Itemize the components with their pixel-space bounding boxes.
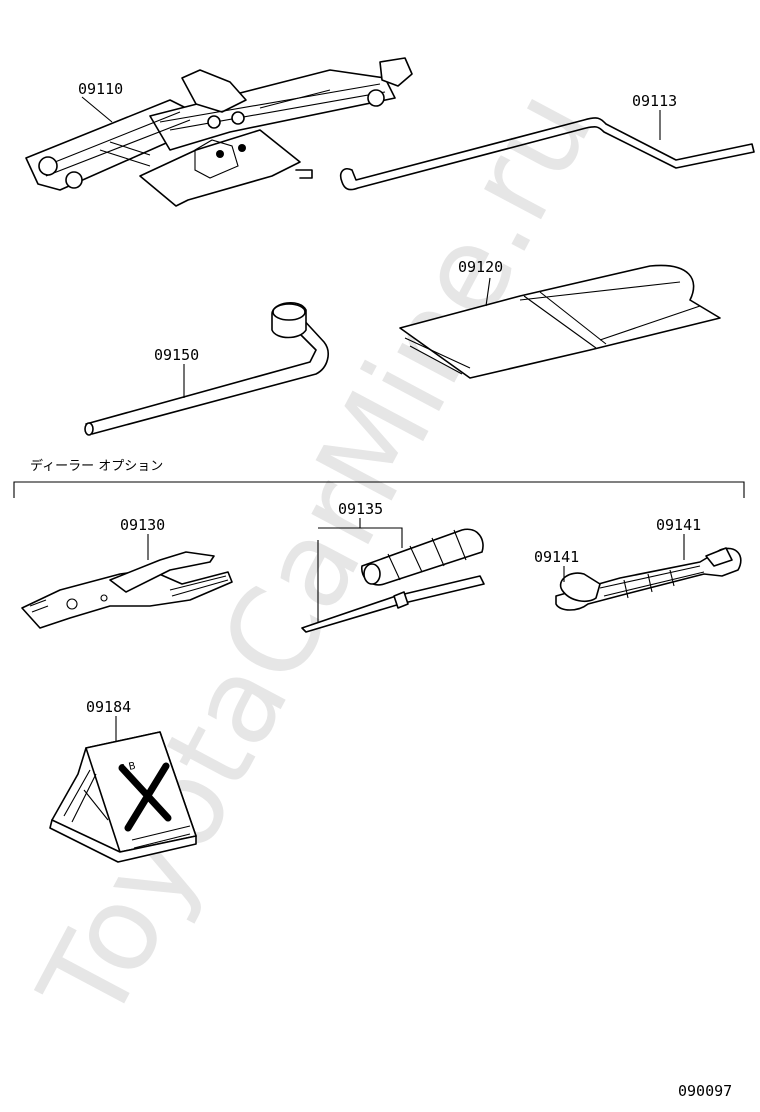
part-label-09135: 09135 bbox=[338, 500, 383, 518]
screwdriver-drawing[interactable] bbox=[301, 528, 485, 633]
part-label-09184: 09184 bbox=[86, 698, 131, 716]
part-label-09141-left: 09141 bbox=[534, 548, 579, 566]
scissor-jack-drawing[interactable] bbox=[25, 57, 413, 207]
part-label-09120: 09120 bbox=[458, 258, 503, 276]
pliers-drawing[interactable] bbox=[21, 551, 233, 629]
wheel-nut-wrench-drawing[interactable] bbox=[84, 302, 329, 436]
section-title: ディーラー オプション bbox=[30, 458, 163, 474]
part-label-09110: 09110 bbox=[78, 80, 123, 98]
watermark: ToyotaCarMine.ru bbox=[12, 68, 618, 1044]
open-end-wrench-drawing[interactable] bbox=[555, 547, 742, 611]
wheel-chock-drawing[interactable]: S B bbox=[49, 731, 197, 863]
leader-09135 bbox=[317, 518, 403, 622]
jack-handle-rod-drawing[interactable] bbox=[339, 117, 755, 191]
part-label-09130: 09130 bbox=[120, 516, 165, 534]
leader-09120 bbox=[485, 277, 491, 307]
diagram-code: 090097 bbox=[678, 1082, 732, 1100]
section-bracket bbox=[13, 481, 745, 498]
part-label-09113: 09113 bbox=[632, 92, 677, 110]
part-label-09141-right: 09141 bbox=[656, 516, 701, 534]
tool-bag-drawing[interactable] bbox=[399, 264, 721, 379]
part-label-09150: 09150 bbox=[154, 346, 199, 364]
leader-09110 bbox=[81, 96, 113, 123]
svg-text:S B: S B bbox=[118, 761, 136, 775]
